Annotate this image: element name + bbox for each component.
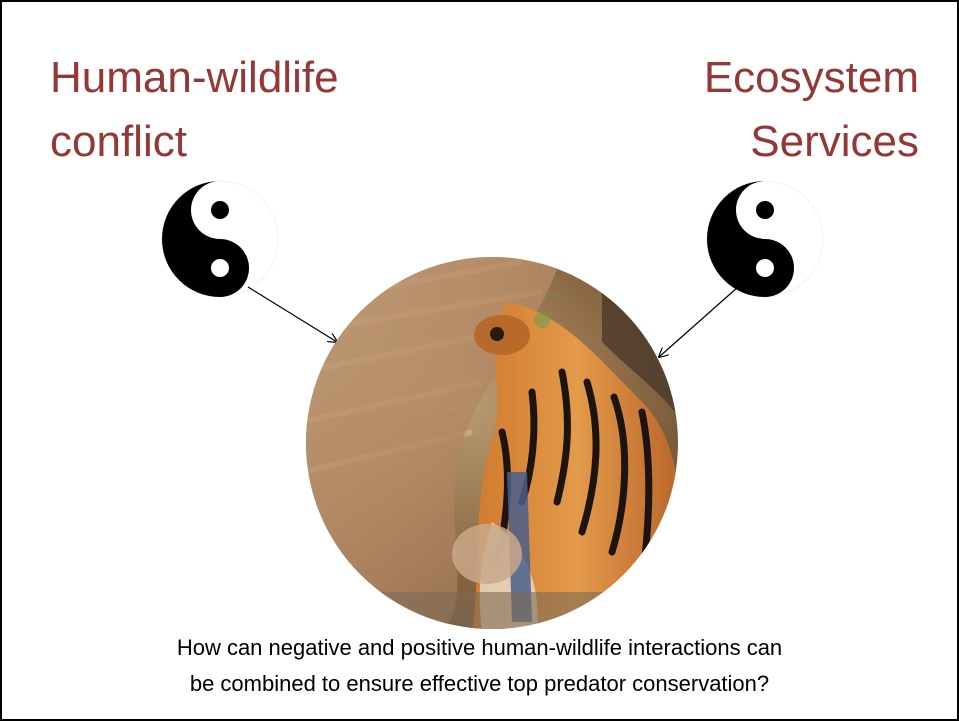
title-ecosystem-services: Ecosystem Services <box>703 53 919 166</box>
arrow-left <box>247 286 337 342</box>
yin-yang-icon <box>161 180 279 298</box>
caption-question: How can negative and positive human-wild… <box>176 635 783 696</box>
yin-yang-icon <box>706 180 824 298</box>
arrow-right <box>659 286 739 357</box>
tiger-photo-circle <box>306 257 678 629</box>
title-human-wildlife-conflict: Human-wildlife conflict <box>50 53 339 166</box>
